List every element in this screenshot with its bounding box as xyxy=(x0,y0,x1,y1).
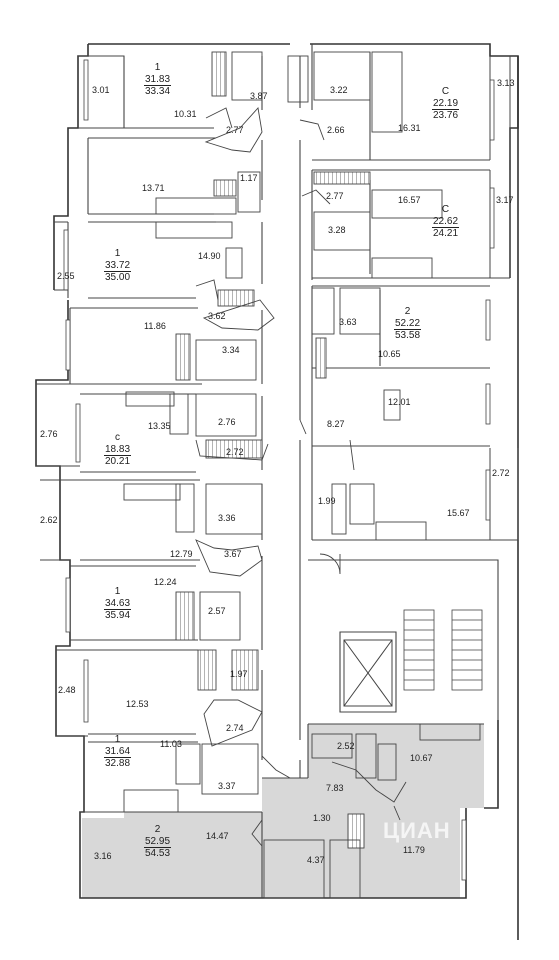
apartment-label: 2 52.22 53.58 xyxy=(394,306,422,342)
apartment-rooms: с xyxy=(115,432,121,443)
room-area: 2.55 xyxy=(57,271,75,281)
room-area: 14.47 xyxy=(206,831,229,841)
room-area: 2.66 xyxy=(327,125,345,135)
room-area: 2.74 xyxy=(226,723,244,733)
room-area: 2.52 xyxy=(337,741,355,751)
room-area: 3.36 xyxy=(218,513,236,523)
apartment-total-with-balcony: 33.34 xyxy=(145,86,171,97)
stairs xyxy=(403,609,483,691)
doors xyxy=(195,107,407,847)
windows xyxy=(63,59,495,881)
room-area: 2.72 xyxy=(492,468,510,478)
room-area: 3.01 xyxy=(92,85,110,95)
room-area: 1.17 xyxy=(240,173,258,183)
apartment-label: 1 33.72 35.00 xyxy=(104,248,132,284)
room-area: 3.16 xyxy=(94,851,112,861)
apartment-label: 1 31.64 32.88 xyxy=(104,734,132,770)
apartment-rooms: 2 xyxy=(154,824,161,835)
room-area: 12.01 xyxy=(388,397,411,407)
apartment-total-with-balcony: 35.94 xyxy=(105,610,131,621)
room-area: 2.72 xyxy=(226,447,244,457)
apartment-rooms: 1 xyxy=(114,734,121,745)
apartment-label: С 22.62 24.21 xyxy=(432,204,460,240)
room-area: 10.67 xyxy=(410,753,433,763)
apartment-total-area: 34.63 xyxy=(104,597,132,610)
apartment-total-area: 22.62 xyxy=(432,215,460,228)
elevator-shaft xyxy=(343,639,393,707)
room-area: 3.62 xyxy=(208,311,226,321)
apartment-label: 2 52.95 54.53 xyxy=(144,824,172,860)
room-area: 3.67 xyxy=(224,549,242,559)
room-area: 7.83 xyxy=(326,783,344,793)
room-area: 16.31 xyxy=(398,123,421,133)
room-area: 15.67 xyxy=(447,508,470,518)
apartment-total-area: 52.95 xyxy=(144,835,172,848)
room-area: 13.35 xyxy=(148,421,171,431)
room-area: 11.03 xyxy=(160,739,182,749)
apartment-total-area: 31.64 xyxy=(104,745,132,758)
room-area: 16.57 xyxy=(398,195,421,205)
apartment-label: 1 34.63 35.94 xyxy=(104,586,132,622)
apartment-rooms: 1 xyxy=(114,248,121,259)
room-area: 3.63 xyxy=(339,317,357,327)
apartment-total-area: 52.22 xyxy=(394,317,422,330)
apartment-rooms: С xyxy=(441,204,450,215)
fixtures xyxy=(123,51,481,899)
apartment-total-area: 31.83 xyxy=(144,73,172,86)
apartment-rooms: С xyxy=(441,86,450,97)
room-area: 3.13 xyxy=(497,78,515,88)
room-area: 12.24 xyxy=(154,577,177,587)
room-area: 3.17 xyxy=(496,195,514,205)
watermark: ЦИАН xyxy=(383,818,451,843)
room-area: 8.27 xyxy=(327,419,345,429)
room-area: 3.22 xyxy=(330,85,348,95)
apartment-total-with-balcony: 20.21 xyxy=(105,456,131,467)
room-area: 12.79 xyxy=(170,549,193,559)
apartment-label: 1 31.83 33.34 xyxy=(144,62,172,98)
apartment-label: с 18.83 20.21 xyxy=(104,432,132,468)
apartment-rooms: 1 xyxy=(154,62,161,73)
room-area: 2.77 xyxy=(226,125,244,135)
room-area: 3.37 xyxy=(218,781,236,791)
room-area: 12.53 xyxy=(126,699,149,709)
room-area: 2.57 xyxy=(208,606,226,616)
apartment-total-area: 33.72 xyxy=(104,259,132,272)
apartment-total-with-balcony: 35.00 xyxy=(105,272,131,283)
room-area: 3.34 xyxy=(222,345,240,355)
apartment-rooms: 1 xyxy=(114,586,121,597)
room-area: 2.48 xyxy=(58,685,76,695)
room-area: 14.90 xyxy=(198,251,221,261)
apartment-total-with-balcony: 32.88 xyxy=(105,758,131,769)
balconies xyxy=(36,55,519,813)
room-area: 13.71 xyxy=(142,183,165,193)
apartment-label: С 22.19 23.76 xyxy=(432,86,460,122)
room-area: 1.97 xyxy=(230,669,248,679)
highlighted-apartment xyxy=(82,724,484,898)
room-area: 3.28 xyxy=(328,225,346,235)
room-area: 2.76 xyxy=(218,417,236,427)
room-area: 1.99 xyxy=(318,496,336,506)
room-area: 2.76 xyxy=(40,429,58,439)
room-area: 2.62 xyxy=(40,515,58,525)
room-area: 10.31 xyxy=(174,109,197,119)
room-area: 11.79 xyxy=(403,845,425,855)
room-area: 1.30 xyxy=(313,813,331,823)
apartment-total-with-balcony: 53.58 xyxy=(395,330,421,341)
apartment-total-with-balcony: 23.76 xyxy=(433,110,459,121)
apartment-rooms: 2 xyxy=(404,306,411,317)
room-area: 4.37 xyxy=(307,855,325,865)
apartment-total-with-balcony: 54.53 xyxy=(145,848,171,859)
room-area: 11.86 xyxy=(144,321,166,331)
room-area: 10.65 xyxy=(378,349,401,359)
room-area: 3.87 xyxy=(250,91,268,101)
room-area: 2.77 xyxy=(326,191,344,201)
apartment-total-area: 18.83 xyxy=(104,443,132,456)
apartment-total-area: 22.19 xyxy=(432,97,460,110)
apartment-total-with-balcony: 24.21 xyxy=(433,228,459,239)
